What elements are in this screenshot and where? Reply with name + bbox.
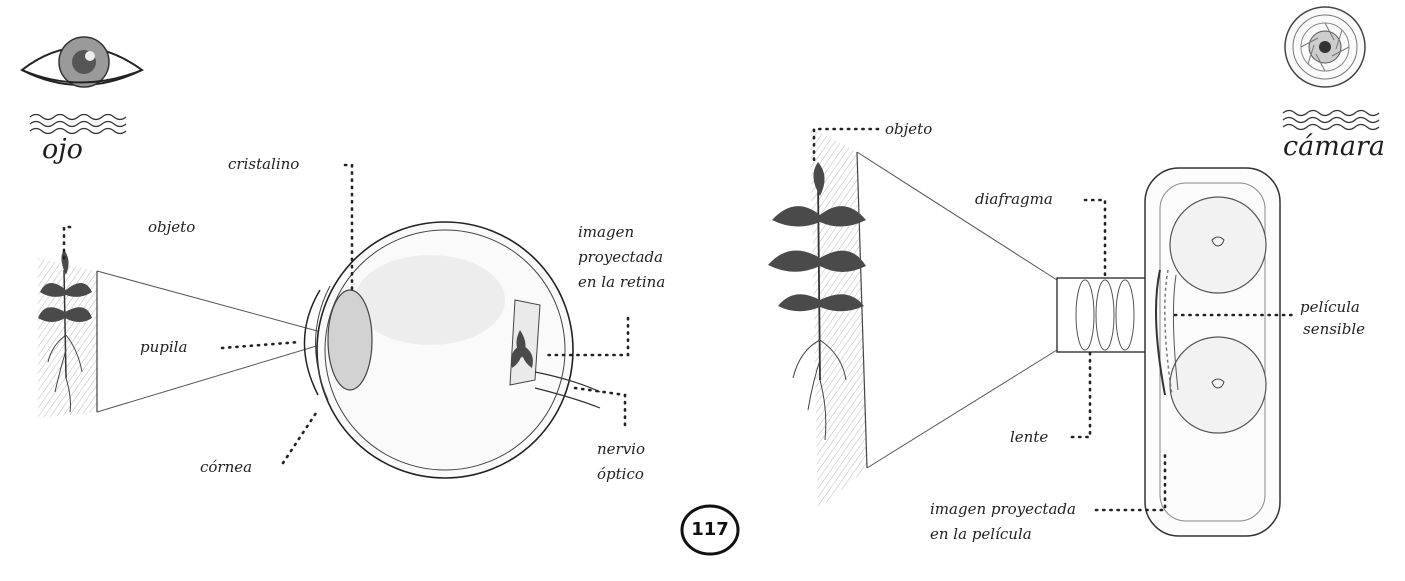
camera-section-title: cámara <box>1283 137 1385 156</box>
camera-body <box>1145 168 1280 536</box>
eye-label-imagen-3: en la retina <box>578 273 665 292</box>
camera-shutter-icon <box>1285 7 1365 87</box>
camera-label-pelicula-2: sensible <box>1303 320 1365 339</box>
eye-label-objeto: objeto <box>148 218 195 237</box>
camera-label-pelicula-1: película <box>1300 298 1360 317</box>
eye-label-imagen-2: proyectada <box>578 248 663 267</box>
eye-label-cornea: córnea <box>200 458 252 477</box>
camera-label-objeto: objeto <box>885 120 932 139</box>
page-number: 117 <box>680 500 740 560</box>
eye-section-title: ojo <box>42 140 83 159</box>
eye-label-pupila: pupila <box>140 338 187 357</box>
camera-label-lente: lente <box>1010 428 1048 447</box>
camera-label-imagen-2: en la película <box>930 525 1032 544</box>
camera-lens-barrel <box>1057 278 1147 352</box>
camera-wave-icon <box>1283 111 1379 130</box>
eye-object-panel <box>38 258 97 418</box>
camera-label-diafragma: diafragma <box>975 190 1053 209</box>
eye-label-imagen-1: imagen <box>578 223 634 242</box>
eyeball-drawing <box>304 222 600 478</box>
eye-label-nervio-1: nervio <box>597 440 645 459</box>
eye-wave-icon <box>30 115 126 134</box>
eye-label-nervio-2: óptico <box>597 465 644 484</box>
eye-icon <box>22 37 142 87</box>
eye-label-cristalino: cristalino <box>228 155 299 174</box>
camera-label-imagen-1: imagen proyectada <box>930 500 1076 519</box>
